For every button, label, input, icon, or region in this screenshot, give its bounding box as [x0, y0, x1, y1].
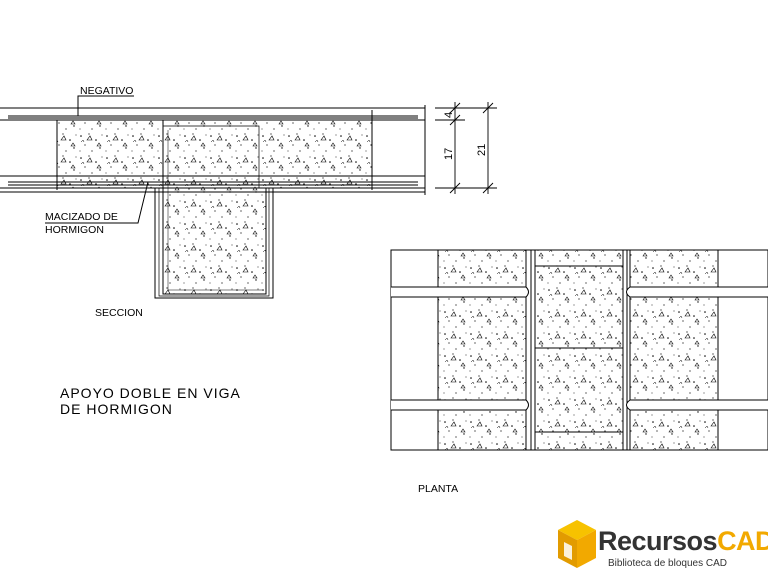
label-seccion: SECCION	[95, 307, 143, 319]
logo-name-b: CAD	[717, 526, 768, 556]
section-view	[0, 95, 426, 299]
dimension-21: 21	[476, 144, 488, 156]
title-line2: DE HORMIGON	[60, 401, 173, 417]
label-macizado-line2: HORMIGON	[45, 224, 104, 236]
recursoscad-logo: RecursosCAD Biblioteca de bloques CAD	[556, 516, 768, 576]
label-planta: PLANTA	[418, 483, 458, 495]
dimension-17: 17	[443, 148, 455, 160]
dimension-chain	[435, 102, 497, 194]
title-line1: APOYO DOBLE EN VIGA	[60, 385, 241, 401]
dimension-4: 4	[443, 112, 455, 118]
label-macizado-line1: MACIZADO DE	[45, 211, 118, 223]
logo-name-a: Recursos	[598, 526, 718, 556]
logo-wordmark: RecursosCAD	[598, 526, 768, 557]
label-negativo: NEGATIVO	[80, 85, 133, 97]
plan-view	[390, 249, 768, 451]
logo-tagline: Biblioteca de bloques CAD	[608, 558, 727, 569]
cube-logo-icon	[558, 520, 596, 568]
